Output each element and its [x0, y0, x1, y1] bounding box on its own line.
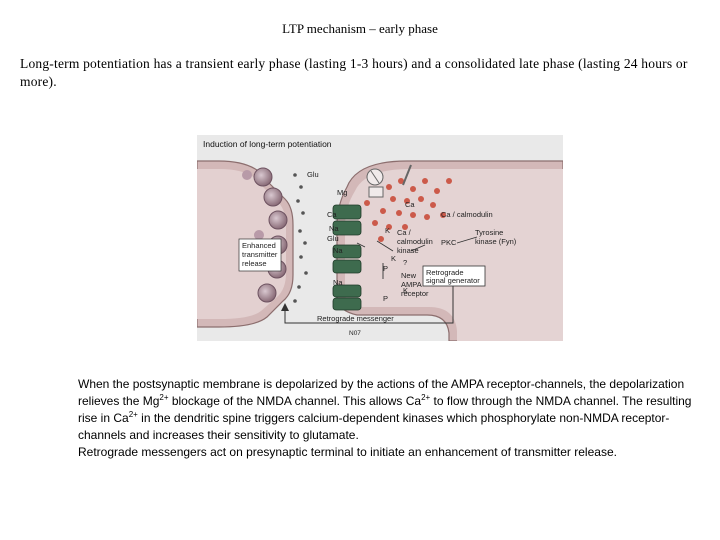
label-na-2: Na [333, 246, 343, 255]
superscript: 2+ [159, 393, 168, 402]
superscript: 2+ [421, 393, 430, 402]
label-question: ? [403, 258, 407, 267]
organelle [367, 169, 383, 197]
label-p-1: P [383, 264, 388, 273]
label-new-ampa-2: AMPA [401, 280, 422, 289]
label-cam-kinase-1: Ca / [397, 228, 412, 237]
label-retro-gen-2: signal generator [426, 276, 480, 285]
ltp-figure: Induction of long-term potentiation Glu … [197, 135, 563, 341]
caption: When the postsynaptic membrane is depola… [78, 376, 713, 461]
receptors [333, 205, 361, 310]
label-tyrosine-1: Tyrosine [475, 228, 503, 237]
label-ca-calmodulin: Ca / calmodulin [441, 210, 493, 219]
label-mg: Mg [337, 188, 347, 197]
label-enhanced-2: transmitter [242, 250, 278, 259]
slide-title: LTP mechanism – early phase [0, 21, 720, 37]
intro-text: Long-term potentiation has a transient e… [20, 55, 690, 91]
label-k-1: K [385, 226, 390, 235]
superscript: 2+ [129, 410, 138, 419]
label-na-3: Na [333, 278, 343, 287]
label-p-2: P [383, 294, 388, 303]
caption-text-4: in the dendritic spine triggers calcium-… [78, 411, 669, 442]
ltp-diagram: Induction of long-term potentiation Glu … [197, 135, 563, 341]
label-ca-left: Ca [327, 210, 337, 219]
label-new-ampa-3: receptor [401, 289, 429, 298]
label-cam-kinase-2: calmodulin [397, 237, 433, 246]
label-tyrosine-2: kinase (Fyn) [475, 237, 517, 246]
label-cam-kinase-3: kinase [397, 246, 419, 255]
figure-title: Induction of long-term potentiation [203, 139, 332, 149]
label-enhanced-3: release [242, 259, 267, 268]
caption-paragraph-2: Retrograde messengers act on presynaptic… [78, 444, 713, 461]
label-na-1: Na [329, 224, 339, 233]
label-ca-mid: Ca [405, 200, 415, 209]
label-figure-code: N07 [349, 330, 361, 337]
label-retro-messenger: Retrograde messenger [317, 314, 394, 323]
label-new-ampa-1: New [401, 271, 417, 280]
label-glu-2: Glu [327, 234, 339, 243]
label-pkc: PKC [441, 238, 457, 247]
label-enhanced-1: Enhanced [242, 241, 276, 250]
caption-paragraph-1: When the postsynaptic membrane is depola… [78, 376, 713, 444]
caption-text-2: blockage of the NMDA channel. This allow… [169, 394, 422, 408]
label-k-2: K [391, 254, 396, 263]
label-glu-top: Glu [307, 170, 319, 179]
